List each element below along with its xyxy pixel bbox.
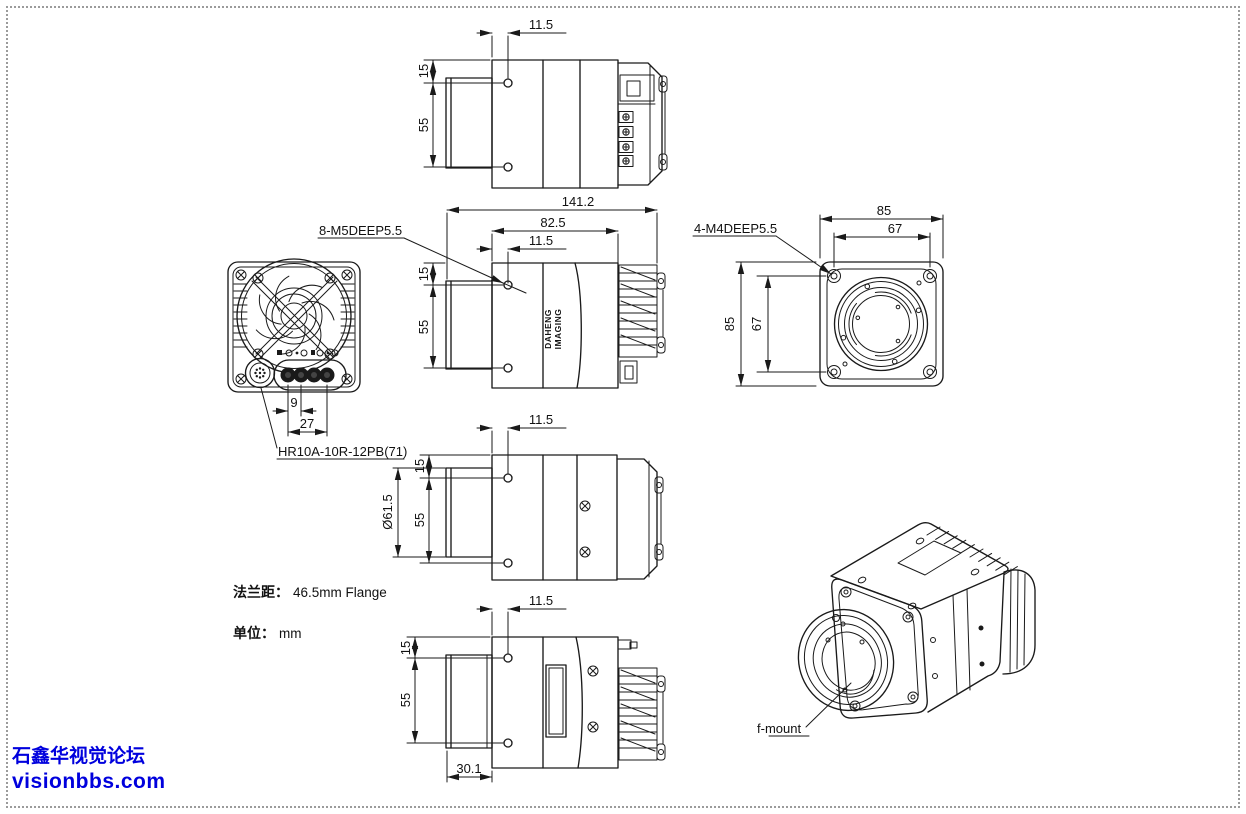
side-view-dimensions: 141.2 82.5 11.5 15 55 8-M5DEEP5.5 bbox=[317, 194, 658, 369]
dim-side2-flange: 15 bbox=[398, 641, 413, 655]
dim-front-width: 85 bbox=[877, 203, 891, 218]
dim-front-hole-w: 67 bbox=[888, 221, 902, 236]
dim-side-span: 55 bbox=[416, 320, 431, 334]
dim-top-offset: 11.5 bbox=[529, 17, 553, 32]
f-mount-ring bbox=[797, 608, 895, 712]
mount-label: f-mount bbox=[757, 721, 801, 736]
screw-icon bbox=[233, 267, 249, 283]
dim-bottom-span: 55 bbox=[412, 513, 427, 527]
svg-text:IMAGING: IMAGING bbox=[553, 309, 563, 350]
mount-hole bbox=[503, 473, 513, 483]
heatsink-fins bbox=[618, 264, 658, 358]
dim-top-flange: 15 bbox=[416, 64, 431, 78]
screw-icon bbox=[585, 663, 601, 679]
watermark-site-url: visionbbs.com bbox=[12, 769, 166, 793]
svg-text:DAHENG: DAHENG bbox=[543, 309, 553, 349]
lens-mount-outline bbox=[445, 77, 493, 169]
mount-hole bbox=[503, 363, 513, 373]
watermark-site-name: 石鑫华视觉论坛 bbox=[12, 746, 146, 767]
screw-icon bbox=[618, 110, 634, 124]
front-view-dimensions: 85 67 85 67 4-M4DEEP5.5 bbox=[692, 203, 944, 387]
heatsink-fins bbox=[926, 526, 1018, 576]
dim-body-length: 82.5 bbox=[540, 215, 565, 230]
dim-connector-pitch: 9 bbox=[290, 395, 297, 410]
side-view: DAHENG IMAGING 141.2 82.5 bbox=[317, 194, 666, 389]
dim-side-flange: 15 bbox=[416, 267, 431, 281]
top-face-holes bbox=[857, 537, 980, 610]
io-connectors bbox=[273, 349, 347, 391]
note-unit-value: mm bbox=[279, 626, 302, 641]
dim-bottom-flange: 15 bbox=[412, 459, 427, 473]
lens-mount-outline bbox=[445, 654, 493, 749]
power-connector bbox=[244, 357, 276, 389]
dim-front-hole-h: 67 bbox=[749, 317, 764, 331]
corner-screw-holes bbox=[832, 586, 919, 712]
rear-view: 9 27 HR10A-10R-12PB(71) bbox=[227, 258, 407, 460]
vent-slots bbox=[340, 283, 355, 348]
mount-hole bbox=[503, 558, 513, 568]
dim-lens-diameter: Ø61.5 bbox=[380, 494, 395, 529]
mount-hole bbox=[503, 78, 513, 88]
screw-icon bbox=[618, 140, 634, 154]
screw-spec-label: 8-M5DEEP5.5 bbox=[319, 223, 402, 238]
notes: 法兰距： 46.5mm Flange 单位： mm bbox=[233, 584, 387, 641]
rear-block-outline bbox=[616, 458, 658, 580]
top-view-dimensions: 11.5 15 55 bbox=[416, 17, 567, 168]
note-flange-label: 法兰距： bbox=[233, 584, 289, 600]
iso-label: f-mount bbox=[757, 682, 852, 737]
top-view: 11.5 15 55 bbox=[416, 17, 668, 189]
screw-icon bbox=[577, 544, 593, 560]
screw-icon bbox=[618, 154, 634, 168]
dim-top-span: 55 bbox=[416, 118, 431, 132]
vent-slots bbox=[233, 283, 248, 348]
label-slot bbox=[545, 664, 567, 738]
note-unit-label: 单位： bbox=[233, 625, 275, 641]
front-view: 85 67 85 67 4-M4DEEP5.5 bbox=[692, 203, 944, 387]
screw-icon bbox=[339, 267, 355, 283]
note-flange-value: 46.5mm Flange bbox=[293, 585, 387, 600]
mount-hole bbox=[503, 653, 513, 663]
screw-icon bbox=[577, 498, 593, 514]
screw-icon bbox=[618, 125, 634, 139]
screw-icon bbox=[339, 371, 355, 387]
bottom-view-dimensions: 11.5 Ø61.5 15 55 bbox=[380, 412, 567, 564]
watermark: 石鑫华视觉论坛 visionbbs.com bbox=[12, 745, 166, 795]
dim-side2-span: 55 bbox=[398, 693, 413, 707]
connector-label: HR10A-10R-12PB(71) bbox=[278, 444, 407, 459]
side-view-2: 11.5 15 55 30.1 bbox=[398, 593, 666, 783]
label-slot bbox=[897, 540, 962, 576]
side-view-2-dimensions: 11.5 15 55 30.1 bbox=[398, 593, 567, 783]
lens-mount-outline bbox=[445, 467, 493, 558]
dim-total-length: 141.2 bbox=[562, 194, 595, 209]
dim-bottom-offset: 11.5 bbox=[529, 412, 553, 427]
dim-side-offset: 11.5 bbox=[529, 233, 553, 248]
rear-block-outline bbox=[1002, 569, 1036, 675]
isometric-view: f-mount bbox=[757, 522, 1036, 737]
bottom-view: 11.5 Ø61.5 15 55 bbox=[380, 412, 664, 581]
screw-icon bbox=[585, 719, 601, 735]
mount-hole bbox=[503, 162, 513, 172]
lens-mount-outline bbox=[445, 280, 493, 370]
mount-hole bbox=[503, 738, 513, 748]
rear-block-outline bbox=[617, 62, 663, 186]
dim-connector-span: 27 bbox=[300, 416, 314, 431]
brand-logo: DAHENG IMAGING bbox=[543, 309, 563, 350]
dim-side2-offset: 11.5 bbox=[529, 593, 553, 608]
heatsink-fins bbox=[618, 667, 658, 761]
rear-view-dimensions: 9 27 HR10A-10R-12PB(71) bbox=[260, 384, 407, 460]
dim-front-height: 85 bbox=[722, 317, 737, 331]
corner-screw-holes bbox=[827, 269, 937, 379]
dim-front-depth: 30.1 bbox=[456, 761, 481, 776]
screw-spec-label: 4-M4DEEP5.5 bbox=[694, 221, 777, 236]
f-mount-ring bbox=[833, 276, 929, 372]
